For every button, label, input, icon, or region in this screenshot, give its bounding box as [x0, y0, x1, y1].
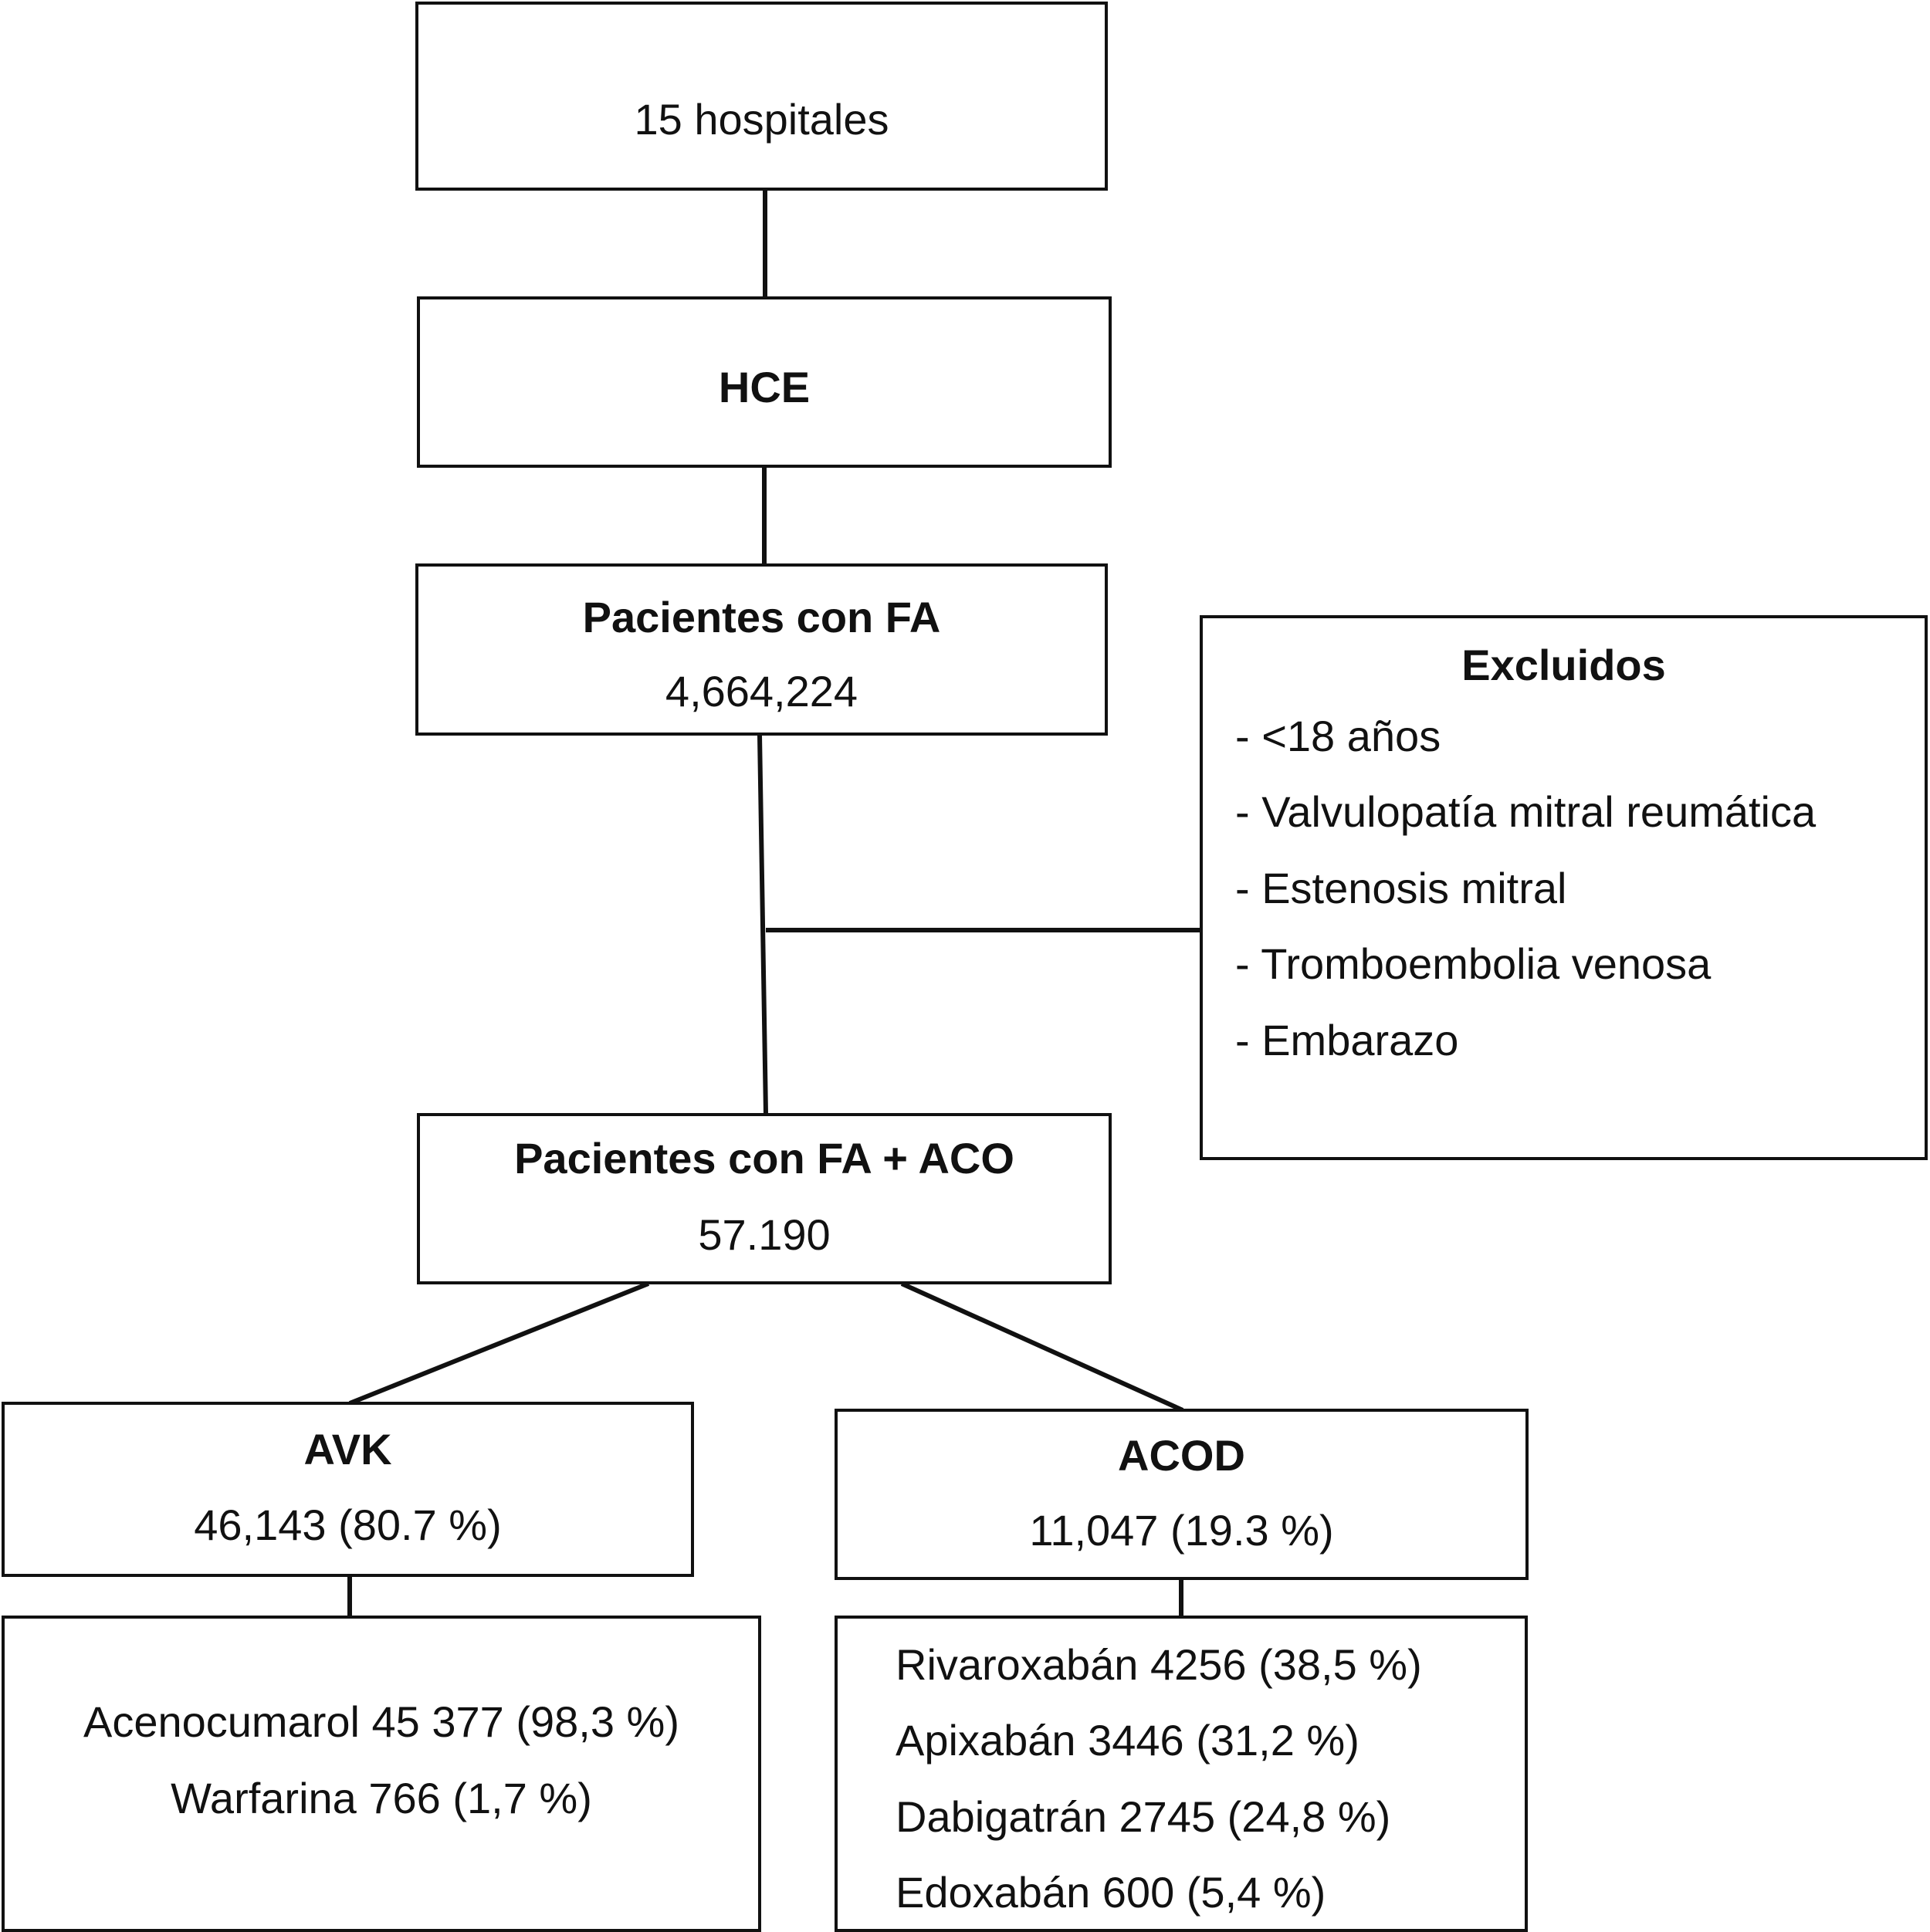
avk-drug-item: Warfarina 766 (1,7 %): [171, 1774, 592, 1822]
fa-aco-count: 57.190: [698, 1210, 831, 1259]
fa-patients-count: 4,664,224: [665, 667, 858, 716]
acod-title: ACOD: [1118, 1431, 1245, 1480]
excluded-item: - Tromboembolia venosa: [1235, 939, 1712, 988]
excluded-item: - <18 años: [1235, 712, 1441, 760]
fa-patients-title: Pacientes con FA: [582, 593, 941, 641]
fa-patients-box: Pacientes con FA 4,664,224: [415, 563, 1108, 736]
acod-drug-item: Dabigatrán 2745 (24,8 %): [896, 1792, 1391, 1841]
fa-aco-title: Pacientes con FA + ACO: [514, 1134, 1014, 1183]
acod-drugs-box: Rivaroxabán 4256 (38,5 %) Apixabán 3446 …: [835, 1616, 1528, 1932]
avk-count: 46,143 (80.7 %): [194, 1501, 502, 1549]
avk-box: AVK 46,143 (80.7 %): [2, 1402, 694, 1577]
hce-label: HCE: [718, 363, 811, 411]
acod-drug-item: Edoxabán 600 (5,4 %): [896, 1868, 1326, 1917]
connector-fa-aco: [757, 734, 768, 1115]
connector-aco-avk: [348, 1281, 650, 1406]
excluded-item: - Estenosis mitral: [1235, 864, 1567, 912]
hce-box: HCE: [417, 296, 1112, 468]
hospitals-box: 15 hospitales: [415, 2, 1108, 191]
excluded-item: - Valvulopatía mitral reumática: [1235, 787, 1817, 836]
acod-count: 11,047 (19.3 %): [1029, 1506, 1334, 1555]
excluded-title: Excluidos: [1461, 641, 1666, 689]
hospitals-label: 15 hospitales: [634, 95, 889, 144]
avk-drugs-box: Acenocumarol 45 377 (98,3 %) Warfarina 7…: [2, 1616, 761, 1932]
excluded-box: Excluidos - <18 años - Valvulopatía mitr…: [1200, 615, 1928, 1160]
connector-aco-acod: [900, 1281, 1184, 1413]
avk-title: AVK: [303, 1425, 392, 1474]
fa-aco-box: Pacientes con FA + ACO 57.190: [417, 1113, 1112, 1284]
acod-drug-item: Rivaroxabán 4256 (38,5 %): [896, 1640, 1422, 1689]
avk-drug-item: Acenocumarol 45 377 (98,3 %): [83, 1697, 679, 1746]
acod-box: ACOD 11,047 (19.3 %): [835, 1409, 1529, 1580]
acod-drug-item: Apixabán 3446 (31,2 %): [896, 1716, 1359, 1765]
excluded-item: - Embarazo: [1235, 1016, 1459, 1064]
